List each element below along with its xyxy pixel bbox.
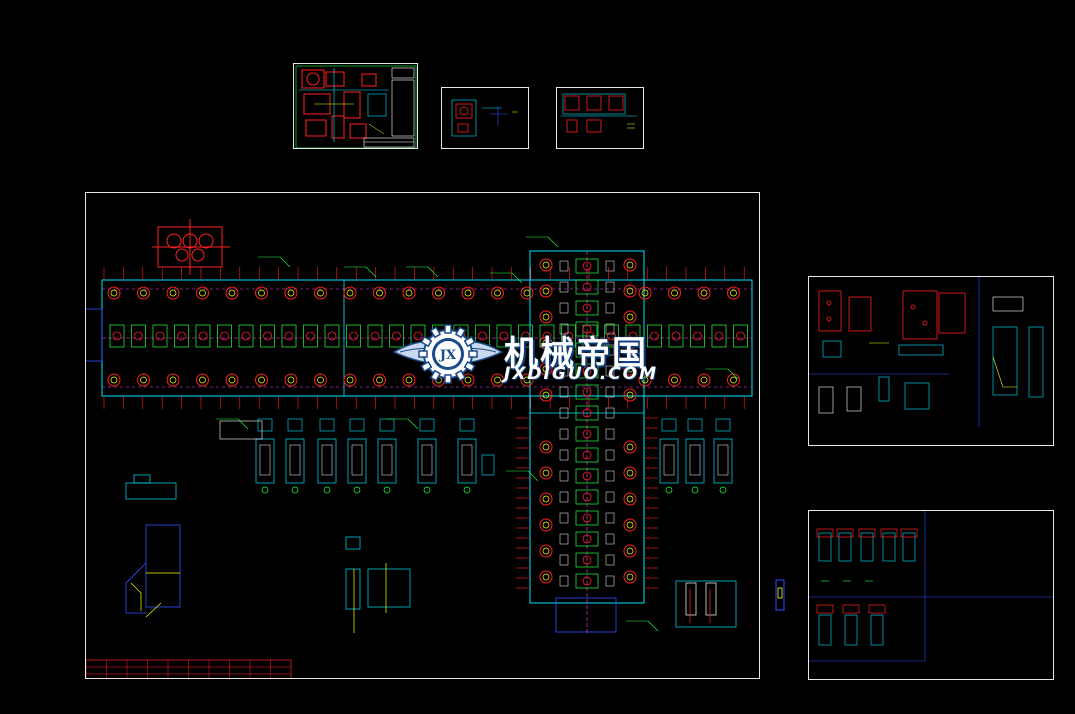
thumbnail-sheet-3-drawing — [561, 93, 637, 133]
jxdiguo-watermark: JX 机械帝国 JXDIGUO.COM — [392, 318, 692, 394]
detail-sheet-right-top-drawing — [809, 277, 1044, 427]
center-bottom-parts — [345, 536, 411, 633]
watermark-title: 机械帝国 — [504, 334, 648, 374]
detail-sheet-right-bottom[interactable] — [808, 510, 1054, 680]
gear-wing-logo-icon: JX — [392, 324, 504, 384]
main-die-layout-sheet[interactable] — [85, 192, 760, 679]
watermark-domain: JXDIGUO.COM — [504, 364, 659, 384]
stray-marker — [775, 579, 785, 611]
thumbnail-sheet-2-drawing — [451, 99, 518, 137]
small-block-part — [125, 474, 177, 500]
callout-labels — [216, 236, 739, 632]
thumbnail-sheet-1-drawing — [295, 65, 417, 148]
vertical-strip-punches — [559, 258, 615, 589]
vertical-plate-holes — [539, 258, 637, 584]
dimension-table — [86, 659, 292, 678]
fixture-part — [675, 580, 737, 628]
logo-letters: JX — [439, 348, 457, 363]
thumbnail-sheet-2[interactable] — [441, 87, 529, 149]
detail-sheet-right-bottom-drawing — [809, 511, 1053, 662]
side-view-part — [125, 524, 181, 614]
detail-sheet-right-top[interactable] — [808, 276, 1054, 446]
side-view-detail — [130, 572, 180, 618]
thumbnail-sheet-3[interactable] — [556, 87, 644, 149]
dimension-ticks — [103, 267, 745, 589]
thumbnail-sheet-1[interactable] — [293, 63, 418, 149]
top-detail-part — [152, 219, 230, 275]
main-die-layout-drawing — [86, 219, 753, 678]
punch-detail-parts — [219, 418, 733, 494]
